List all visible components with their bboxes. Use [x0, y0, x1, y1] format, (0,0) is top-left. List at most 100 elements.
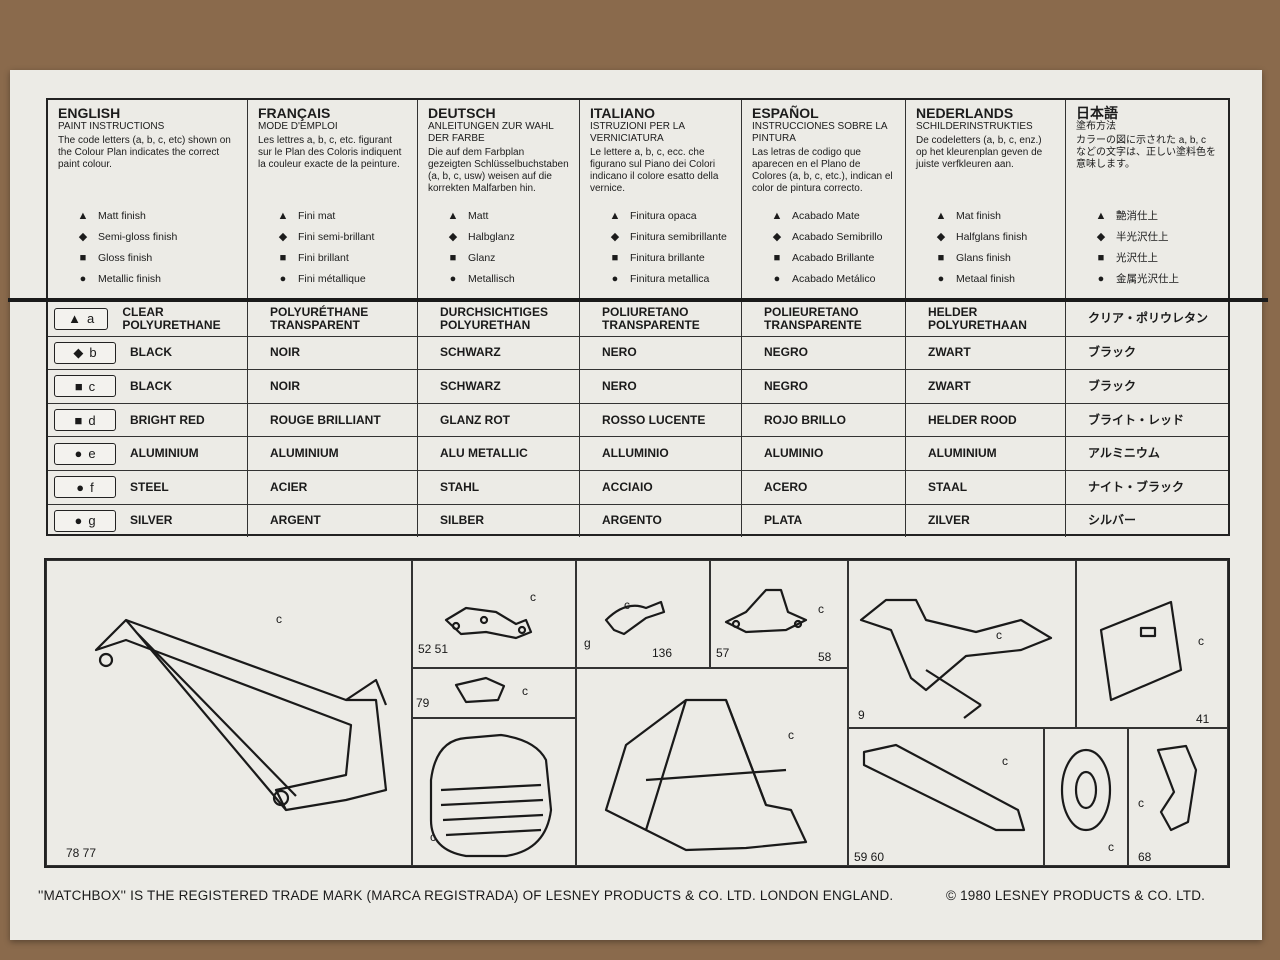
finish-symbol-icon: ●: [1097, 273, 1105, 285]
finish-symbol-icon: ●: [76, 479, 85, 495]
plate-code-label: c: [1198, 634, 1204, 648]
paint-name-cell: ブラック: [1066, 370, 1228, 403]
finish-label: Finitura metallica: [630, 273, 710, 285]
finish-item: ■光沢仕上: [1094, 248, 1179, 269]
finish-symbol-icon: ▲: [609, 210, 621, 222]
clamp-code-label: c: [818, 602, 824, 616]
finish-symbol-icon: ■: [1097, 252, 1105, 264]
paint-name: ALLUMINIO: [602, 446, 669, 461]
paint-name-cell: ブライト・レッド: [1066, 404, 1228, 437]
finish-label: Finitura semibrillante: [630, 231, 727, 243]
paint-name: ALU METALLIC: [440, 446, 528, 461]
finish-list: ▲Fini mat◆Fini semi-brillant■Fini brilla…: [276, 206, 375, 290]
paint-name-cell: ACIER: [248, 471, 418, 504]
paint-name-cell: シルバー: [1066, 505, 1228, 538]
paint-name-cell: SCHWARZ: [418, 370, 580, 403]
finish-symbol-icon: ●: [449, 273, 457, 285]
finish-symbol-icon: ■: [449, 252, 457, 264]
paint-code-badge: ■c: [54, 375, 116, 398]
paint-name: SCHWARZ: [440, 378, 501, 393]
finish-symbol-icon: ▲: [935, 210, 947, 222]
paint-name: NOIR: [270, 345, 300, 360]
finish-symbol-icon: ▲: [68, 311, 81, 327]
language-subtitle: INSTRUCCIONES SOBRE LA PINTURA: [752, 121, 888, 144]
header-divider: [8, 298, 1268, 302]
frame-part-numbers: 78 77: [66, 846, 97, 860]
trademark-notice: ''MATCHBOX'' IS THE REGISTERED TRADE MAR…: [38, 888, 894, 903]
paint-name-cell: ZILVER: [906, 504, 1066, 538]
lever-g-label: g: [584, 636, 591, 650]
paint-name: ZWART: [928, 378, 971, 393]
paint-code-letter: d: [88, 412, 96, 428]
finish-symbol-icon: ▲: [771, 210, 783, 222]
clamp-part-number-1: 57: [716, 646, 730, 660]
wheel-drawing: [1060, 748, 1112, 832]
lever-part-number: 136: [652, 646, 673, 660]
finish-item: ▲Finitura opaca: [608, 206, 727, 227]
language-column-7: 日本語塗布方法カラーの図に示された a, b, c などの文字は、正しい塗料色を…: [1066, 100, 1228, 300]
finish-label: Mat finish: [956, 210, 1001, 222]
paint-code-badge: ●e: [54, 442, 116, 465]
paint-name: BLACK: [130, 345, 172, 360]
paint-name: NERO: [602, 345, 637, 360]
paint-name-cell: DURCHSICHTIGES POLYURETHAN: [418, 302, 580, 336]
finish-item: ●Finitura metallica: [608, 269, 727, 290]
paint-name: ACIER: [270, 479, 308, 494]
paint-name-cell: GLANZ ROT: [418, 403, 580, 437]
paint-name-cell: STAHL: [418, 471, 580, 504]
panel-frame: [46, 560, 412, 866]
engine-drawing: [429, 733, 553, 858]
bracket2-code-label: c: [1138, 796, 1144, 810]
finish-item: ▲Fini mat: [276, 206, 374, 227]
language-description: Le lettere a, b, c, ecc. che figurano su…: [590, 147, 719, 194]
language-title: ENGLISH: [58, 105, 121, 121]
paint-name: ARGENTO: [602, 513, 662, 528]
paint-name: ALUMINIUM: [130, 446, 199, 461]
finish-label: Metallic finish: [98, 273, 162, 285]
finish-symbol-icon: ■: [773, 252, 781, 264]
paint-name-cell: ZWART: [906, 336, 1066, 370]
finish-symbol-icon: ●: [773, 273, 781, 285]
parts-diagram: c 78 77 c 52 51 c g 136 c 57 58 c 79 c c…: [44, 558, 1230, 868]
language-subtitle: ISTRUZIONI PER LA VERNICIATURA: [590, 121, 685, 144]
bracket2-part-number: 68: [1138, 850, 1152, 864]
finish-item: ●Metaal finish: [934, 269, 1027, 290]
finish-symbol-icon: ■: [279, 252, 287, 264]
block-part-number: 79: [416, 696, 430, 710]
paint-name: ALUMINIO: [764, 446, 824, 461]
paint-name: ブラック: [1088, 378, 1137, 393]
finish-item: ■ Fini brillant: [276, 248, 374, 269]
lever-code-label: c: [624, 598, 630, 612]
paint-name: POLYURÉTHANE TRANSPARENT: [270, 304, 369, 332]
paint-name-cell: HELDER ROOD: [906, 403, 1066, 437]
paint-code-letter: g: [88, 513, 96, 529]
finish-label: Fini brillant: [298, 252, 349, 264]
block-drawing: [454, 676, 506, 704]
paint-name: STAAL: [928, 479, 968, 494]
finish-label: Acabado Semibrillo: [792, 231, 883, 243]
paint-name: ナイト・ブラック: [1088, 479, 1185, 494]
finish-list: ▲Mat finish◆Halfglans finish■Glans finis…: [934, 206, 1028, 290]
finish-label: Fini métallique: [298, 273, 366, 285]
paint-name: ZWART: [928, 345, 971, 360]
finish-symbol-icon: ▲: [447, 210, 459, 222]
finish-label: Glans finish: [956, 252, 1011, 264]
finish-item: ◆Halfglans finish: [934, 227, 1027, 248]
guard-part-numbers: 59 60: [854, 850, 885, 864]
parts-drawings: [94, 588, 1198, 858]
paint-name-cell: ALLUMINIO: [580, 437, 742, 470]
finish-label: 金属光沢仕上: [1116, 273, 1179, 285]
paint-name: DURCHSICHTIGES POLYURETHAN: [440, 304, 549, 332]
panel-fork: [848, 560, 1076, 728]
finish-symbol-icon: ▲: [1095, 210, 1107, 222]
paint-name: STAHL: [440, 479, 480, 494]
copyright-notice: © 1980 LESNEY PRODUCTS & CO. LTD.: [946, 888, 1206, 903]
finish-list: ▲Matt finish◆Semi-gloss finish■Gloss fin…: [76, 206, 178, 290]
paint-code-letter: b: [89, 345, 97, 361]
guard-drawing: [862, 743, 1026, 832]
finish-symbol-icon: ◆: [610, 231, 620, 243]
